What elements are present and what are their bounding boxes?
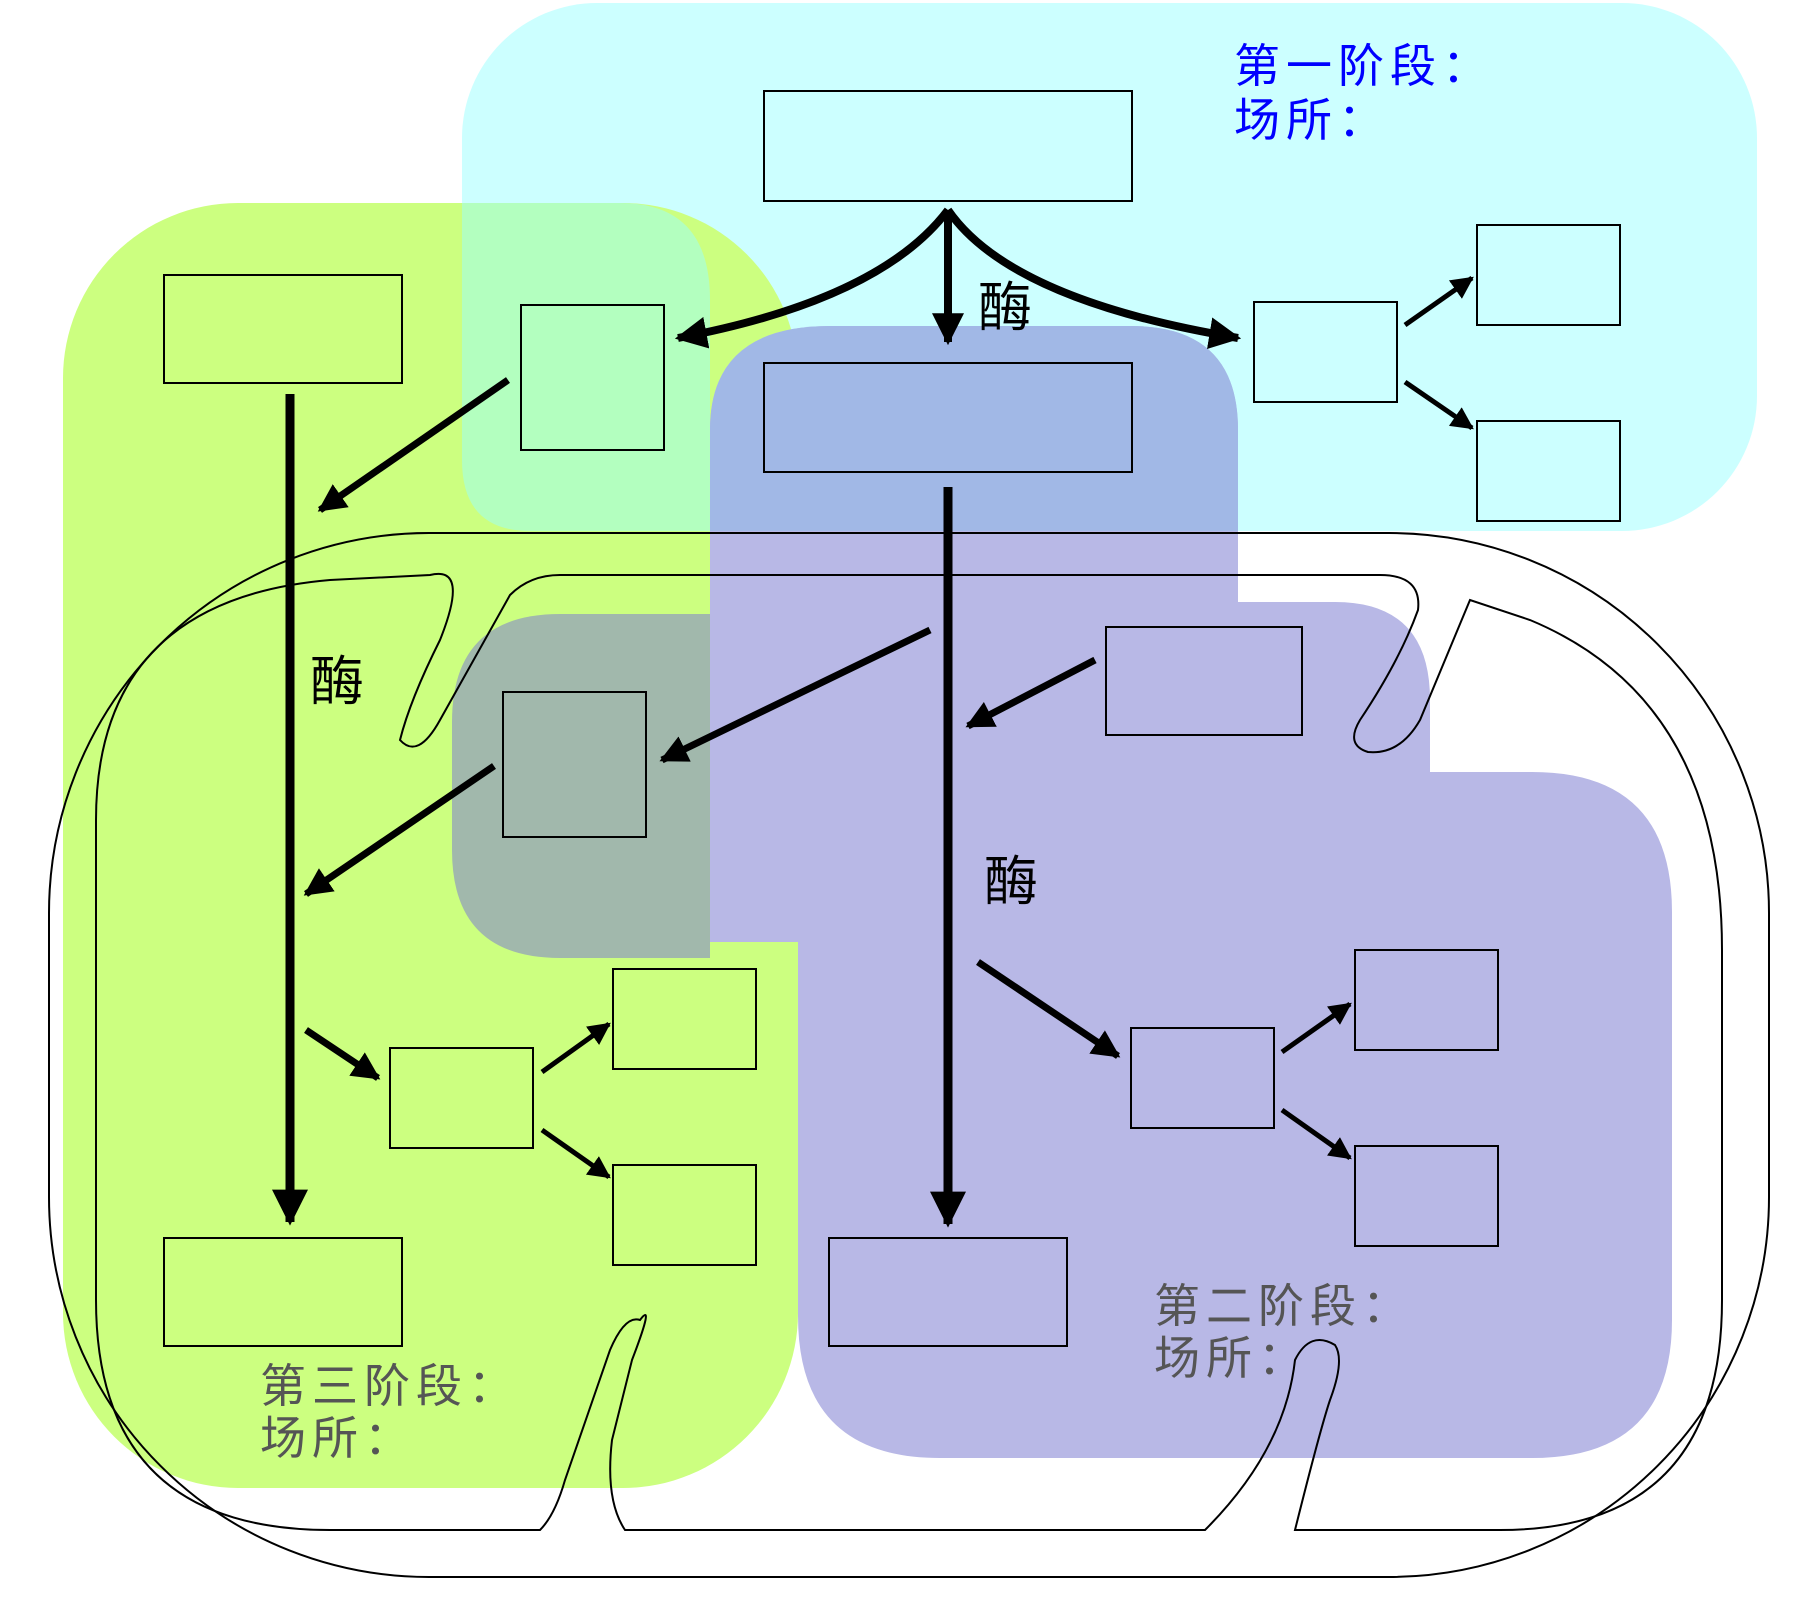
stage2-stage3-overlap <box>452 614 710 958</box>
stage3-heat-box <box>612 968 757 1070</box>
arrow-stage2-atp <box>1280 1107 1352 1161</box>
arrow-center-to-stage3 <box>303 763 496 897</box>
stage1-atp-box <box>1476 420 1621 522</box>
arrow-to-stage3-energy <box>304 1027 381 1081</box>
stage2-product-box-center <box>502 691 647 838</box>
stage2-heat-box <box>1354 949 1499 1051</box>
arrow-stage3-heat <box>540 1021 611 1075</box>
stage2-title: 第二阶段： <box>1154 1279 1414 1333</box>
stage1-heat-box <box>1476 224 1621 326</box>
stage3-atp-box <box>612 1164 757 1266</box>
arrow-to-stage2-energy <box>976 959 1121 1059</box>
co2-box <box>828 1237 1068 1347</box>
stage3-energy-box <box>389 1047 534 1149</box>
arrow-stage1-atp <box>1403 379 1474 431</box>
stage2-energy-box <box>1130 1027 1275 1129</box>
arrow-stage1-heat <box>1403 275 1474 328</box>
arrow-stage1-to-stage3 <box>317 377 510 513</box>
arrow-stage3-atp <box>540 1127 611 1180</box>
stage1-place: 场所： <box>1234 93 1390 147</box>
arrow-water-input <box>965 656 1097 730</box>
enzyme-label-stage2: 酶 <box>984 850 1038 913</box>
arrow-pyruvate-to-center <box>659 626 932 764</box>
oxygen-box <box>163 274 403 384</box>
stage1-title: 第一阶段： <box>1234 39 1494 93</box>
stage1-stage2-overlap <box>710 326 1238 531</box>
stage1-product-box-left <box>520 304 665 451</box>
stage1-stage3-overlap <box>462 203 710 531</box>
stage2-atp-box <box>1354 1145 1499 1247</box>
enzyme-label-stage1: 酶 <box>978 276 1032 339</box>
glucose-box <box>763 90 1133 202</box>
pyruvate-box <box>763 362 1133 473</box>
water-product-box <box>163 1237 403 1347</box>
arrow-glucose-right <box>944 207 1242 350</box>
stage1-energy-box <box>1253 301 1398 403</box>
arrow-stage2-heat <box>1280 1001 1352 1055</box>
stage3-place: 场所： <box>260 1411 416 1465</box>
water-input-box <box>1105 626 1303 736</box>
mitochondrion-inner-membrane <box>95 572 1723 1531</box>
stage2-place: 场所： <box>1154 1331 1310 1385</box>
arrow-glucose-left <box>674 207 952 349</box>
enzyme-label-stage3: 酶 <box>310 650 364 713</box>
stage3-title: 第三阶段： <box>260 1359 520 1413</box>
mitochondrion-outer-membrane <box>48 532 1770 1578</box>
